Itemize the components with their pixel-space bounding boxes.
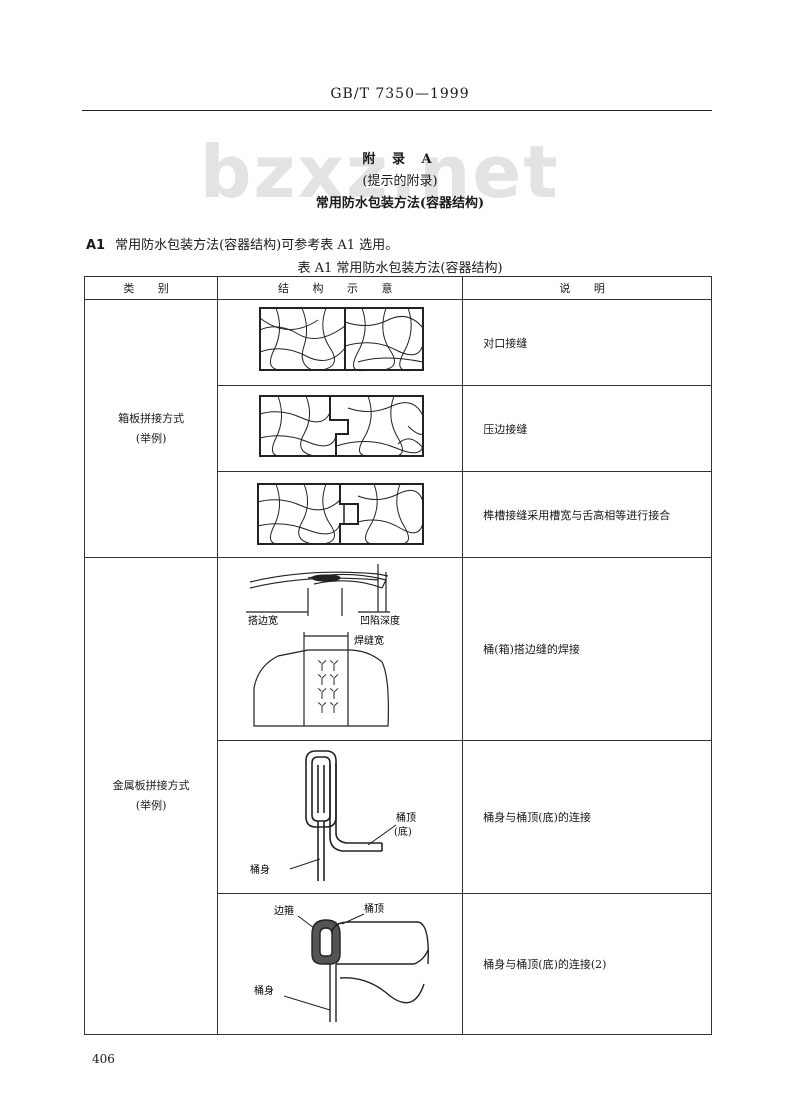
table-row: 箱板拼接方式 (举例) 对口接缝 <box>83 299 712 558</box>
header-rule <box>82 110 712 111</box>
svg-text:丫: 丫 <box>328 701 340 715</box>
header-category: 类 别 <box>83 276 219 300</box>
category-cell-metal: 金属板拼接方式 (举例) <box>83 557 219 1035</box>
table-row: 金属板拼接方式 (举例) 丫丫丫丫 丫丫丫丫 <box>83 557 712 1035</box>
methods-table: 类 别 结 构 示 意 说 明 箱板拼接方式 (举例) <box>83 276 712 1035</box>
svg-text:丫: 丫 <box>328 659 340 673</box>
label-rim: 边箍 <box>274 904 294 917</box>
label-depth: 凹陷深度 <box>360 614 400 627</box>
structure-figure <box>217 471 464 558</box>
watermark: bzxz.net <box>200 130 560 214</box>
structure-figure: 边箍 桶顶 桶身 <box>217 893 464 1035</box>
table-row: 桶顶 (底) 桶身 桶身与桶顶(底)的连接 <box>85 740 712 894</box>
table-row: 榫槽接缝采用槽宽与舌高相等进行接合 <box>85 471 712 558</box>
drum-rim-seam-diagram: 边箍 桶顶 桶身 <box>254 902 430 1022</box>
description-cell: 榫槽接缝采用槽宽与舌高相等进行接合 <box>462 471 712 558</box>
table-row: 压边接缝 <box>85 385 712 472</box>
lap-joint-diagram <box>259 395 425 457</box>
table-header-row: 类 别 结 构 示 意 说 明 <box>83 276 712 300</box>
category-cell-board: 箱板拼接方式 (举例) <box>83 299 219 558</box>
category-note: (举例) <box>135 799 167 812</box>
header-description: 说 明 <box>462 276 712 300</box>
page-number: 406 <box>92 1052 115 1066</box>
description-cell: 桶(箱)搭边缝的焊接 <box>462 557 712 741</box>
svg-text:丫: 丫 <box>328 673 340 687</box>
category-label: 箱板拼接方式 <box>118 411 185 425</box>
drum-top-seam-diagram: 桶顶 (底) 桶身 <box>250 750 416 881</box>
svg-text:丫: 丫 <box>316 673 328 687</box>
label-lap-width: 搭边宽 <box>248 614 278 627</box>
category-note: (举例) <box>135 431 167 445</box>
label-weld-width: 焊缝宽 <box>354 634 384 647</box>
table-caption: 表 A1 常用防水包装方法(容器结构) <box>297 261 503 276</box>
svg-text:丫: 丫 <box>316 701 328 715</box>
category-label: 金属板拼接方式 <box>112 779 190 792</box>
header-structure: 结 构 示 意 <box>217 276 464 300</box>
label-drum-body: 桶身 <box>254 984 274 997</box>
svg-text:丫: 丫 <box>316 659 328 673</box>
structure-figure: 桶顶 (底) 桶身 <box>217 740 464 894</box>
description-cell: 压边接缝 <box>462 385 712 472</box>
description-cell: 对口接缝 <box>462 299 712 386</box>
tongue-groove-joint-diagram <box>257 483 425 545</box>
table-row: 边箍 桶顶 桶身 桶身与桶顶(底)的连接(2) <box>85 893 712 1035</box>
standard-header: GB/T 7350—1999 <box>330 86 470 102</box>
appendix-note: (提示的附录) <box>362 174 438 189</box>
intro-text: 常用防水包装方法(容器结构)可参考表 A1 选用。 <box>115 238 399 253</box>
intro-paragraph: A1 常用防水包装方法(容器结构)可参考表 A1 选用。 <box>86 234 398 253</box>
structure-figure <box>217 385 464 472</box>
appendix-title: 附 录 A <box>362 152 438 167</box>
svg-text:丫: 丫 <box>316 687 328 701</box>
label-drum-top: 桶顶 <box>364 902 384 915</box>
label-drum-body: 桶身 <box>250 863 270 876</box>
intro-number: A1 <box>86 238 106 253</box>
description-cell: 桶身与桶顶(底)的连接(2) <box>462 893 712 1035</box>
label-drum-bottom: (底) <box>394 825 412 838</box>
description-cell: 桶身与桶顶(底)的连接 <box>462 740 712 894</box>
label-drum-top: 桶顶 <box>396 811 416 824</box>
butt-joint-diagram <box>259 307 425 372</box>
svg-text:丫: 丫 <box>328 687 340 701</box>
appendix-subtitle: 常用防水包装方法(容器结构) <box>315 196 485 211</box>
structure-figure: 丫丫丫丫 丫丫丫丫 搭边宽 凹陷深度 焊缝宽 <box>217 557 464 741</box>
structure-figure <box>217 299 464 386</box>
